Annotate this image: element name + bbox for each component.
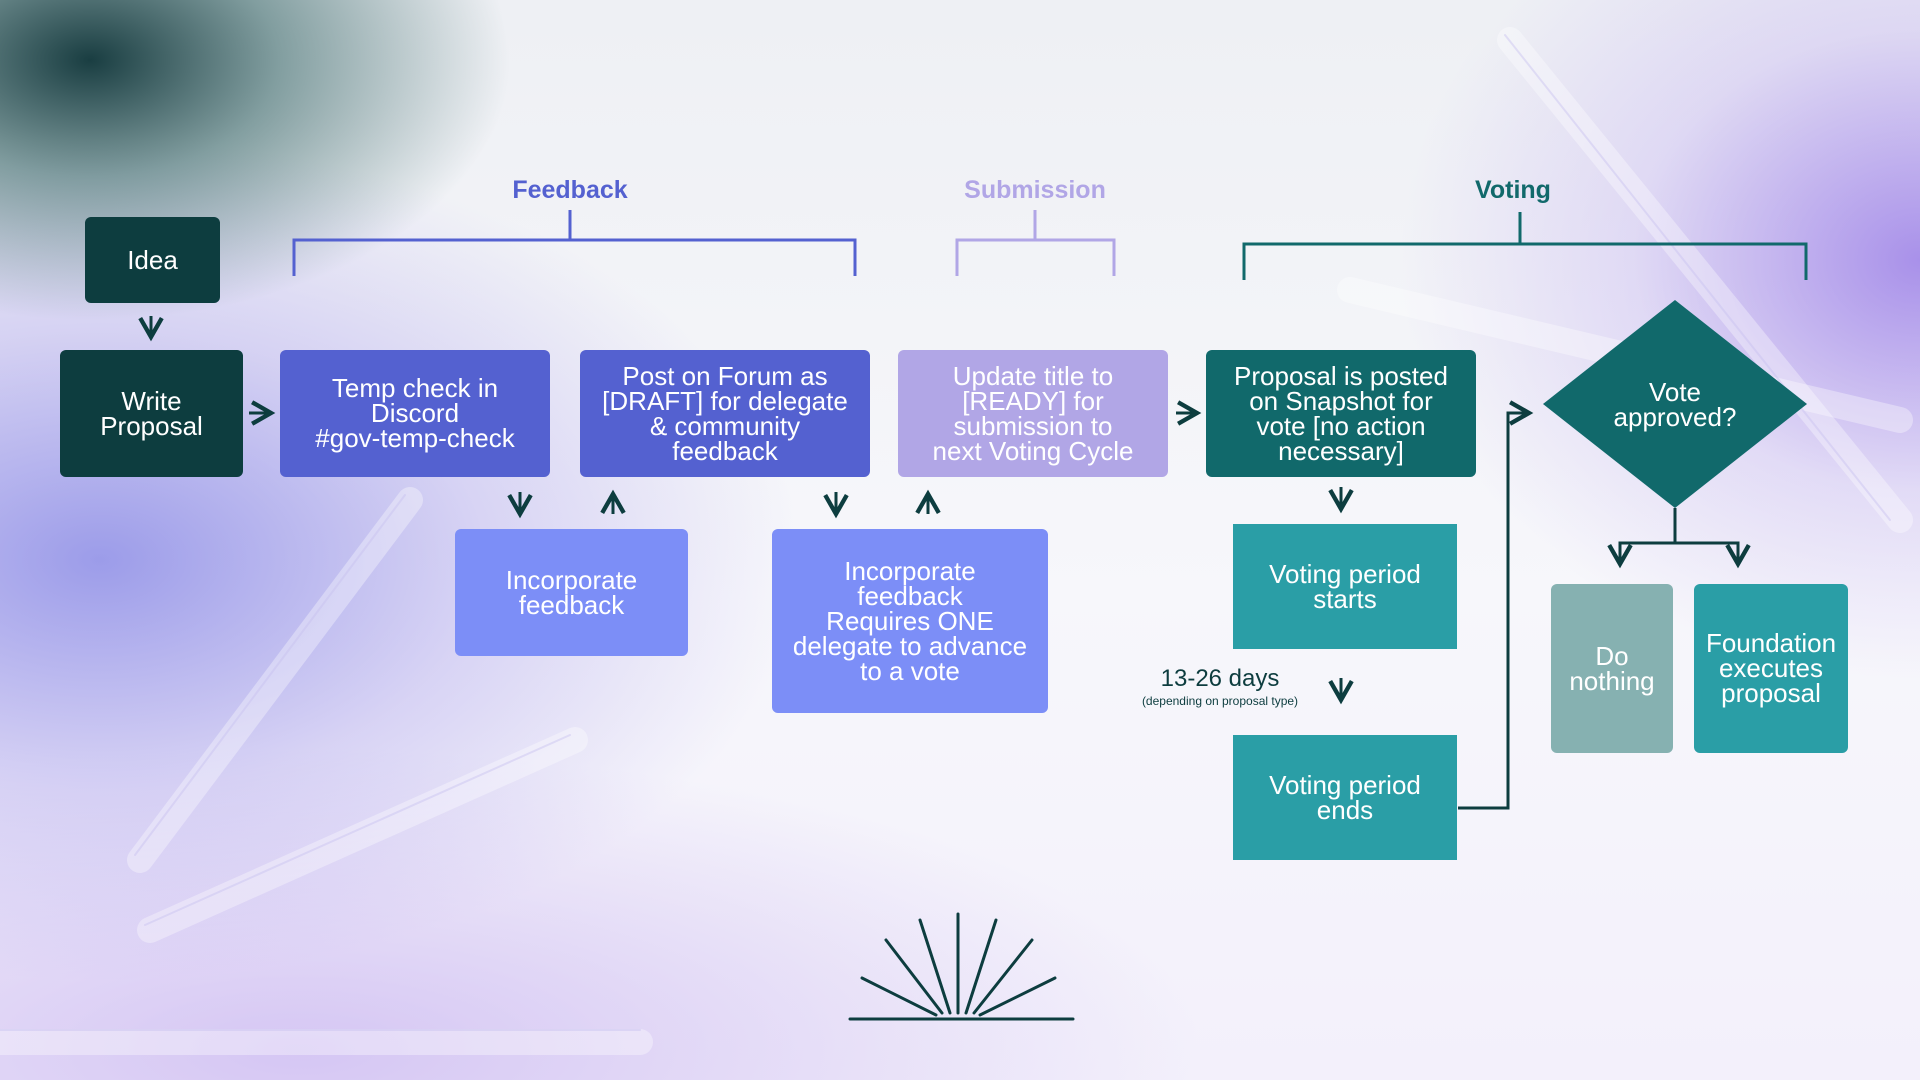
node-voting-ends: Voting period ends [1233, 735, 1457, 860]
duration-sublabel: (depending on proposal type) [1141, 694, 1299, 708]
node-do-nothing: Do nothing [1551, 584, 1673, 753]
sunburst-logo-icon [848, 912, 1075, 1021]
node-idea: Idea [85, 217, 220, 303]
node-vote-approved: Vote approved? [1613, 377, 1737, 432]
node-update-title: Update title to [READY] for submission t… [898, 350, 1168, 477]
node-incorporate-feedback-1: Incorporate feedback [455, 529, 688, 656]
node-incorporate-feedback-2: Incorporate feedback Requires ONE delega… [772, 529, 1048, 713]
phase-label-feedback: Feedback [512, 176, 628, 204]
node-temp-check: Temp check in Discord #gov-temp-check [280, 350, 550, 477]
phase-label-voting: Voting [1475, 176, 1551, 204]
arrow-down-icon [1607, 508, 1677, 569]
arrow-right-icon [1458, 400, 1534, 810]
node-voting-starts: Voting period starts [1233, 524, 1457, 649]
bracket-feedback [292, 210, 857, 276]
bracket-submission [955, 210, 1116, 276]
bracket-voting [1242, 212, 1808, 280]
duration-label: 13-26 days [1160, 665, 1280, 692]
node-snapshot: Proposal is posted on Snapshot for vote … [1206, 350, 1476, 477]
node-write-proposal: Write Proposal [60, 350, 243, 477]
phase-label-submission: Submission [964, 176, 1106, 204]
node-post-forum: Post on Forum as [DRAFT] for delegate & … [580, 350, 870, 477]
decision-diamond [1543, 300, 1807, 508]
arrow-down-icon [1675, 541, 1751, 569]
node-foundation-executes: Foundation executes proposal [1694, 584, 1848, 753]
